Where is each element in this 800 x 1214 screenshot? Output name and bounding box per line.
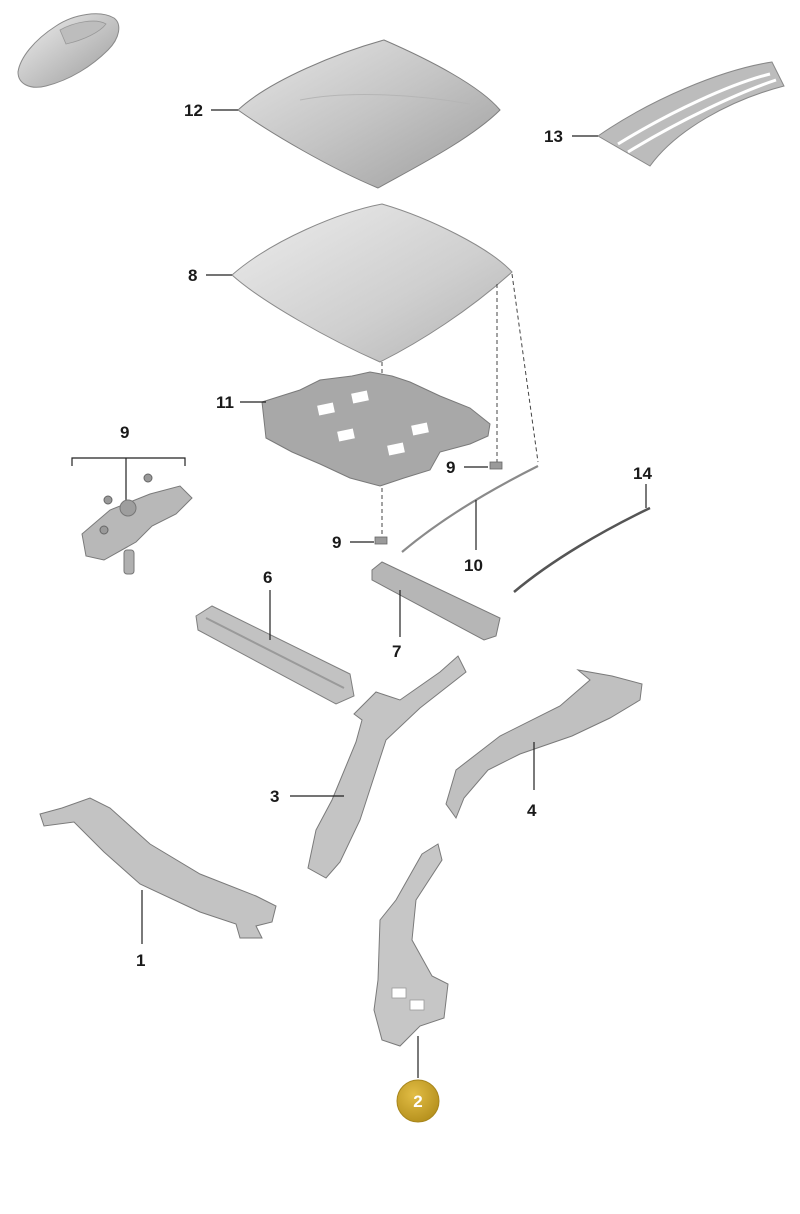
rear-side-rail[interactable] <box>445 669 643 820</box>
windshield-frame[interactable] <box>39 797 277 939</box>
bracket-assembly[interactable] <box>81 473 193 575</box>
roof-panel[interactable] <box>237 39 501 189</box>
front-rail[interactable] <box>371 561 501 641</box>
callout-2-label: 2 <box>413 1092 422 1111</box>
callout-12[interactable]: 12 <box>184 101 203 120</box>
callout-8[interactable]: 8 <box>188 266 197 285</box>
callout-11[interactable]: 11 <box>216 393 234 412</box>
callout-9-group[interactable]: 9 <box>120 423 129 442</box>
seal-strip[interactable] <box>401 465 539 553</box>
callout-6[interactable]: 6 <box>263 568 272 587</box>
b-pillar[interactable] <box>373 843 449 1047</box>
callout-13[interactable]: 13 <box>544 127 563 146</box>
callout-14[interactable]: 14 <box>633 464 652 483</box>
roof-stripe[interactable] <box>597 61 785 167</box>
roof-frame[interactable] <box>231 203 513 363</box>
callout-10[interactable]: 10 <box>464 556 483 575</box>
callout-7[interactable]: 7 <box>392 642 401 661</box>
insulation-mat[interactable] <box>261 371 491 487</box>
rear-rail[interactable] <box>195 605 355 705</box>
callout-1[interactable]: 1 <box>136 951 145 970</box>
a-pillar[interactable] <box>307 655 467 879</box>
callout-4[interactable]: 4 <box>527 801 537 820</box>
selected-callout-2[interactable]: 2 <box>396 1079 440 1123</box>
clip-right[interactable] <box>489 461 503 470</box>
trim-strip[interactable] <box>513 506 651 593</box>
callout-9-lower[interactable]: 9 <box>332 533 341 552</box>
car-silhouette-icon[interactable] <box>17 13 120 88</box>
callout-3[interactable]: 3 <box>270 787 279 806</box>
clip-lower[interactable] <box>374 536 388 545</box>
callout-9-right[interactable]: 9 <box>446 458 455 477</box>
